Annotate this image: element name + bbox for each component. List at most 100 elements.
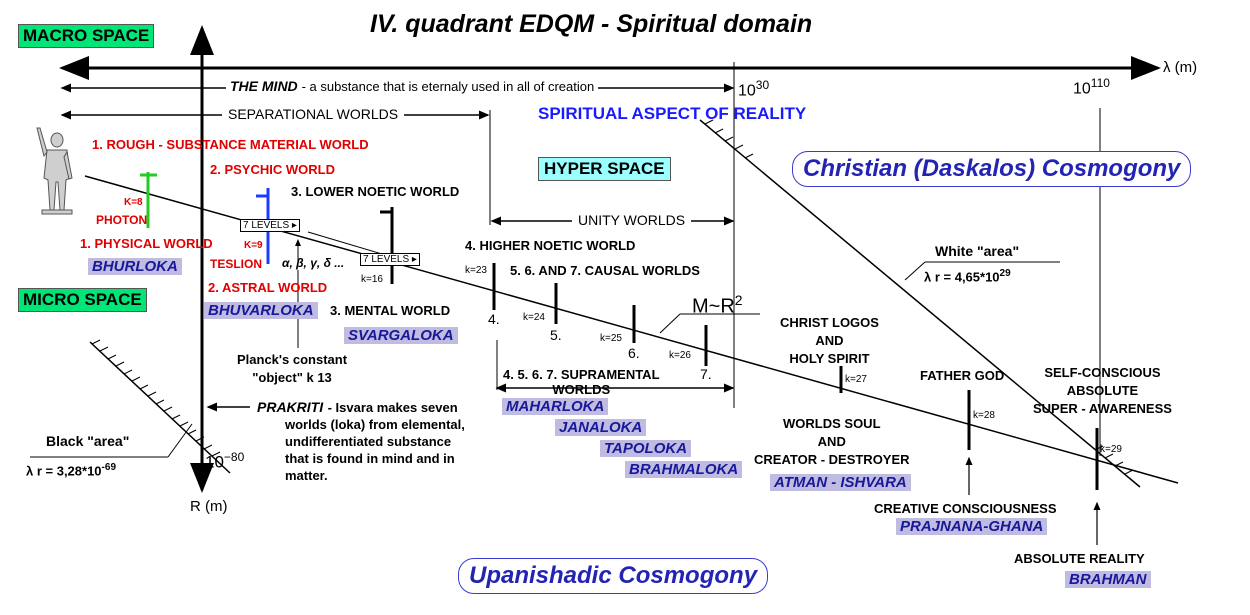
creative-consciousness-label: CREATIVE CONSCIOUSNESS [874,501,1057,516]
prakriti-line-2: worlds (loka) from elemental, [285,417,465,432]
macro-space-label: MACRO SPACE [18,24,155,48]
black-area-pointer-diag [167,423,193,458]
lambda-axis-label: λ (m) [1163,59,1198,76]
self-conscious-line-1: SELF-CONSCIOUS [1044,365,1161,380]
atman-ishvara-label: ATMAN - ISHVARA [770,474,911,491]
mass-radius-exp: 2 [734,292,743,308]
supramental-worlds-label: 4. 5. 6. 7. SUPRAMENTAL WORLDS [503,367,660,397]
k26-label: k=26 [669,350,691,361]
causal-worlds-label: 5. 6. AND 7. CAUSAL WORLDS [510,263,700,278]
seven-levels-text-2: 7 LEVELS [363,254,410,265]
number-7: 7. [700,366,712,382]
worlds-soul-line-3: CREATOR - DESTROYER [754,452,910,467]
higher-noetic-world-label: 4. HIGHER NOETIC WORLD [465,238,636,253]
black-area-formula-exp: -69 [101,462,116,473]
mass-radius-formula: M~R2 [692,292,743,319]
k27-label: k=27 [845,374,867,385]
seven-levels-text-1: 7 LEVELS [243,220,290,231]
tick-10-30: 1030 [738,78,769,100]
tick-10-110-exp: 110 [1090,76,1110,90]
white-area-formula-exp: 29 [999,268,1011,279]
tick-10-minus80-exp: −80 [223,450,245,464]
photon-k-label: K=8 [124,197,143,208]
black-area-formula-base: λ r = 3,28*10 [26,463,102,479]
prakriti-block: PRAKRITI - Isvara makes seven worlds (lo… [257,399,465,484]
white-area-pointer-diag [904,261,926,281]
christ-line-3: HOLY SPIRIT [789,351,870,366]
k28-label: k=28 [973,410,995,421]
tick-10-30-base: 10 [738,82,756,100]
christ-logos-label: CHRIST LOGOS AND HOLY SPIRIT [780,314,879,368]
maharloka-label: MAHARLOKA [502,398,609,415]
worlds-soul-label: WORLDS SOUL AND CREATOR - DESTROYER [754,415,910,469]
planck-constant-label: Planck's constant "object" k 13 [237,351,347,387]
number-4: 4. [488,311,500,327]
tick-10-110-base: 10 [1073,80,1091,98]
self-conscious-absolute-label: SELF-CONSCIOUS ABSOLUTE SUPER - AWARENES… [1033,364,1172,418]
white-area-hatch [704,119,1134,475]
r-axis-label: R (m) [190,498,228,515]
black-area-hatch [91,339,221,457]
hyper-space-label: HYPER SPACE [538,157,671,181]
absolute-reality-label: ABSOLUTE REALITY [1014,551,1145,566]
tapoloka-label: TAPOLOKA [600,440,692,457]
psychic-world-label: 2. PSYCHIC WORLD [210,162,335,177]
k25-label: k=25 [600,333,622,344]
human-figure-icon [36,127,73,215]
prajnana-ghana-label: PRAJNANA-GHANA [896,518,1048,535]
seven-levels-box-2: 7 LEVELS ▸ [360,253,420,266]
tick-10-110: 10110 [1073,76,1110,98]
micro-space-label: MICRO SPACE [18,288,147,312]
tick-10-minus80: 10−80 [205,450,244,473]
levels-link-1 [307,231,393,258]
christian-cosmogony-label: Christian (Daskalos) Cosmogony [792,151,1192,187]
k23-label: k=23 [465,265,487,276]
self-conscious-line-2: ABSOLUTE [1066,383,1139,398]
white-area-formula: λ r = 4,65*1029 [924,268,1011,284]
spiritual-aspect-label: SPIRITUAL ASPECT OF REALITY [538,104,807,123]
bhuvarloka-label: BHUVARLOKA [204,302,318,319]
rough-world-label: 1. ROUGH - SUBSTANCE MATERIAL WORLD [92,137,369,152]
photon-label: PHOTON [96,213,148,227]
brahman-label: BRAHMAN [1065,571,1151,588]
prakriti-text-1: - Isvara makes seven [327,400,458,415]
worlds-soul-line-2: AND [817,434,846,449]
mental-world-label: 3. MENTAL WORLD [330,303,451,318]
page-title: IV. quadrant EDQM - Spiritual domain [370,10,813,38]
prakriti-line-4: that is found in mind and in [285,451,455,466]
tick-10-minus80-base: 10 [205,452,224,472]
janaloka-label: JANALOKA [555,419,647,436]
the-mind-description: - a substance that is eternaly used in a… [301,79,595,94]
black-area-formula: λ r = 3,28*10-69 [26,462,116,478]
self-conscious-line-3: SUPER - AWARENESS [1033,401,1172,416]
black-area-label: Black "area" [46,433,130,449]
unity-worlds-label: UNITY WORLDS [572,212,692,228]
teslion-label: TESLION [210,257,263,271]
white-area-label: White "area" [935,243,1020,259]
separational-worlds-label: SEPARATIONAL WORLDS [222,106,405,122]
number-6: 6. [628,345,640,361]
tick-10-30-exp: 30 [755,78,770,92]
supramental-line-1: 4. 5. 6. 7. SUPRAMENTAL [503,367,660,382]
black-area-line [89,341,231,474]
white-area-line [699,119,1141,488]
svargaloka-label: SVARGALOKA [344,327,458,344]
worlds-soul-line-1: WORLDS SOUL [783,416,881,431]
greek-letters: α, β, γ, δ ... [282,256,345,270]
father-god-label: FATHER GOD [920,368,1005,383]
brahmaloka-label: BRAHMALOKA [625,461,743,478]
the-mind-label: THE MIND [230,78,298,94]
mass-radius-base: M~R [692,295,735,318]
astral-world-label: 2. ASTRAL WORLD [208,280,328,295]
christ-line-1: CHRIST LOGOS [780,315,879,330]
k29-label: k=29 [1100,444,1122,455]
prakriti-label: PRAKRITI [257,399,324,415]
k24-label: k=24 [523,312,545,323]
prakriti-line-5: matter. [285,468,328,483]
number-5: 5. [550,327,562,343]
mr2-pointer [659,313,681,334]
prakriti-line-1: PRAKRITI - Isvara makes seven [257,399,465,416]
teslion-k-label: K=9 [244,240,263,251]
lower-noetic-world-label: 3. LOWER NOETIC WORLD [291,184,460,199]
